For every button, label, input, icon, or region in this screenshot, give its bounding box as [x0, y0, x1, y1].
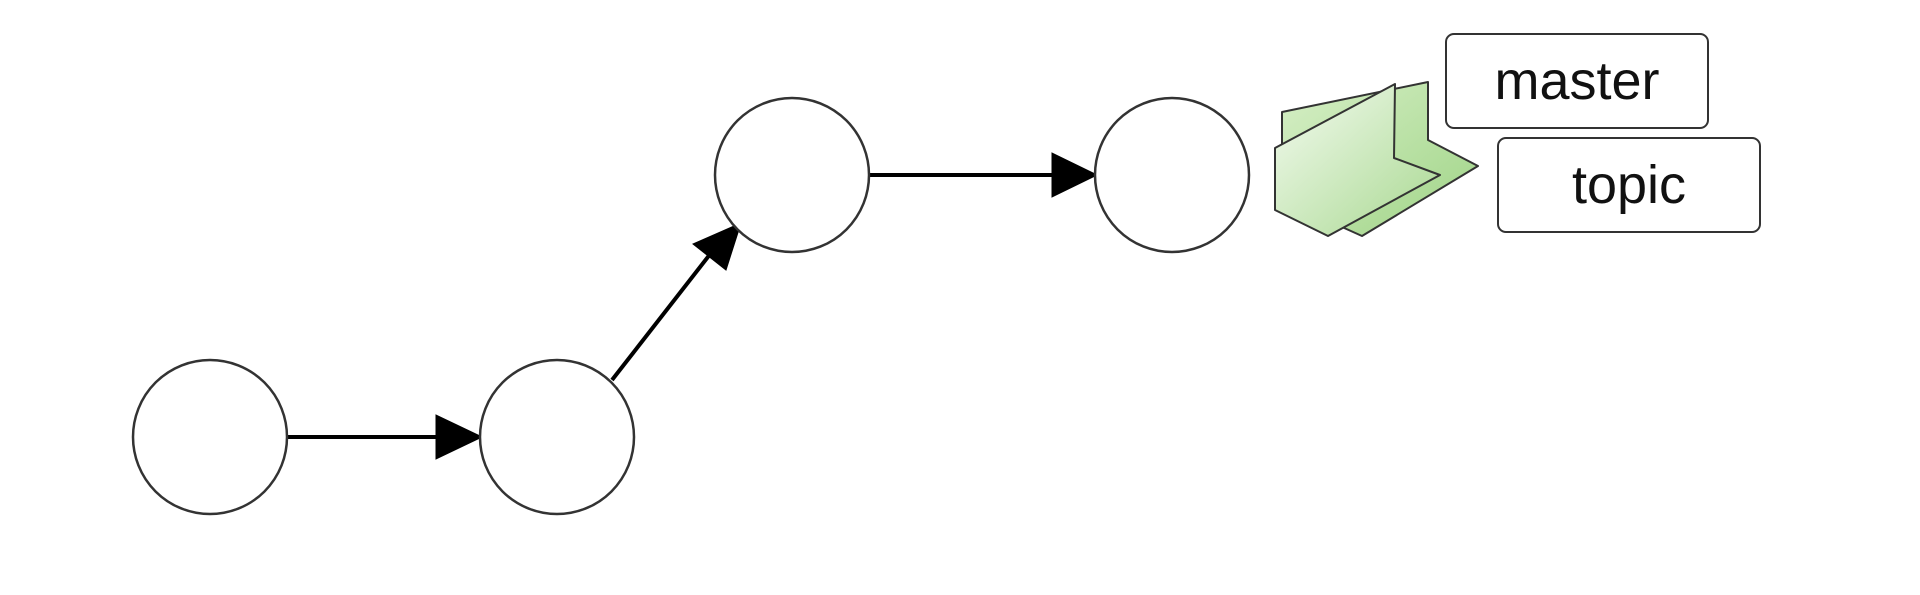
ref-master: master — [1445, 33, 1709, 129]
ref-topic-box — [1497, 137, 1761, 233]
commit-node-c3 — [713, 96, 871, 254]
commit-node-c2 — [478, 358, 636, 516]
arrowhead-c3-c4 — [1051, 152, 1099, 198]
ref-master-box — [1445, 33, 1709, 129]
ref-master-label: master — [1494, 51, 1659, 111]
ref-topic-label: topic — [1572, 155, 1686, 215]
edge-c2-c3 — [610, 242, 720, 382]
refs-layer: master topic — [1445, 33, 1761, 233]
commit-node-c4 — [1093, 96, 1251, 254]
arrowhead-c2-c3 — [692, 222, 742, 271]
commits-layer — [131, 96, 1251, 516]
edges-layer — [288, 152, 1099, 460]
branch-tag-icon — [1274, 81, 1479, 237]
arrowhead-c1-c2 — [435, 414, 484, 460]
ref-topic: topic — [1497, 137, 1761, 233]
commit-node-c1 — [131, 358, 289, 516]
flag-front-icon — [1274, 83, 1441, 237]
